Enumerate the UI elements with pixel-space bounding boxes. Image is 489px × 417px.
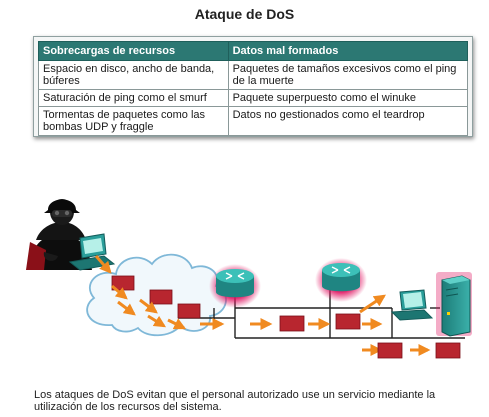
table-cell: Paquetes de tamaños excesivos como el pi… <box>227 60 469 90</box>
packet-icon <box>279 315 305 332</box>
attack-grid: Sobrecargas de recursos Datos mal formad… <box>38 41 469 136</box>
table-cell: Espacio en disco, ancho de banda, búfere… <box>38 60 229 90</box>
router-icon <box>315 258 367 302</box>
table-header-row: Sobrecargas de recursos Datos mal formad… <box>38 41 469 61</box>
cloud-packets <box>111 275 201 319</box>
dos-attack-diagram <box>26 199 472 359</box>
header-malformed-data: Datos mal formados <box>227 41 469 61</box>
attack-flow-arrows <box>94 255 431 356</box>
table-row: Tormentas de paquetes como las bombas UD… <box>38 106 469 136</box>
page-title: Ataque de DoS <box>194 6 295 22</box>
packet-icon <box>435 342 461 359</box>
header-resource-overload: Sobrecargas de recursos <box>38 41 229 61</box>
path-packets <box>279 313 461 359</box>
hacker-icon <box>26 199 92 270</box>
laptop-icon <box>68 233 116 271</box>
table-cell: Tormentas de paquetes como las bombas UD… <box>38 106 229 136</box>
packet-icon <box>177 303 201 319</box>
packet-icon <box>149 289 173 305</box>
table-row: Saturación de ping como el smurf Paquete… <box>38 89 469 107</box>
router-icon <box>209 264 261 308</box>
table-cell: Saturación de ping como el smurf <box>38 89 229 107</box>
table-cell: Datos no gestionados como el teardrop <box>227 106 469 136</box>
packet-icon <box>335 313 361 330</box>
table-cell: Paquete superpuesto como el winuke <box>227 89 469 107</box>
packet-icon <box>377 342 403 359</box>
attack-types-table: Sobrecargas de recursos Datos mal formad… <box>33 36 473 137</box>
server-icon <box>436 272 472 337</box>
laptop-icon <box>390 289 434 321</box>
table-row: Espacio en disco, ancho de banda, búfere… <box>38 60 469 90</box>
caption: Los ataques de DoS evitan que el persona… <box>34 389 436 413</box>
